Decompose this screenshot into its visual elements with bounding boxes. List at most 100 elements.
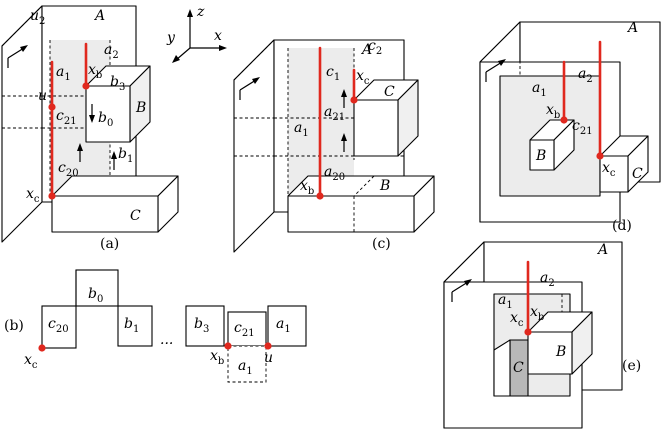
axis-x-label: x [214,28,222,44]
arrowhead [111,151,117,159]
dash-line [1,5,43,47]
label-xc: xc [24,352,38,371]
label-a1: a1 [56,64,71,83]
point-xc [48,192,56,200]
caption-d: (d) [612,218,632,234]
label-u: u [264,350,273,366]
label-c20: c20 [48,316,69,335]
label-a2: a2 [578,66,593,85]
side-arrow [485,61,503,73]
label-c1: c1 [326,64,340,83]
arrowhead [498,59,506,66]
label-b3: b3 [194,316,209,335]
label-xc: xc [602,160,616,179]
block-a-side [233,39,275,253]
arrowhead [252,77,260,84]
label-xc: xc [26,186,40,205]
label-b1: b1 [118,146,133,165]
caption-b: (b) [4,318,24,334]
label-a20: a20 [324,164,345,183]
label-a1: a1 [532,80,547,99]
panel-b: (b) b0 c20 b1 xc ... b3 c21 a1 xb u a1 [4,269,307,383]
label-b1: b1 [124,316,139,335]
label-xb: xb [88,62,102,81]
side-arrow [7,47,25,59]
cell-c20 [41,305,77,349]
arrowhead [464,279,472,286]
label-b: B [535,148,546,164]
point-u [48,103,56,111]
caption-c: (c) [372,236,391,252]
point-xb [316,192,324,200]
panel-a: u2 A a1 a2 xb b3 B u c21 b0 b1 c20 xc C … [1,5,179,252]
label-a1: a1 [276,316,291,335]
label-a1-lower: a1 [238,358,253,377]
point-xb [560,116,568,124]
ellipsis: ... [160,332,173,348]
panel-d: A a1 a2 xb c21 B xc C (d) [479,20,661,234]
cell-a1-dashed [227,345,267,383]
box-b-front [527,331,573,375]
box-c-front [51,195,159,233]
box-b-front [287,195,415,233]
label-b0: b0 [98,110,113,129]
label-a21: a21 [324,104,345,123]
cell-c21 [227,311,267,347]
label-a2: a2 [540,270,555,289]
arrowhead [219,45,227,51]
axis-z-label: z [196,4,205,20]
box-c-front [353,99,399,157]
box-b-front [529,139,555,171]
label-a: A [93,8,105,24]
label-c: C [513,360,524,376]
panel-e: A a1 a2 xc xb C B (e) [443,241,641,429]
cell-b1 [117,305,153,347]
arrowhead [187,9,193,17]
point-xc-xb [524,328,532,336]
side-arrow [239,79,257,91]
label-a1: a1 [498,292,513,311]
label-a: A [596,242,608,258]
caption-a: (a) [100,236,119,252]
arrowhead [172,55,180,63]
label-c2: c2 [368,38,382,57]
cell-b0 [75,269,119,307]
label-xc: xc [510,310,524,329]
box-c-top [51,175,179,197]
label-xb: xb [530,304,544,323]
label-a2: a2 [104,42,119,61]
label-u: u [38,88,47,104]
label-c20: c20 [58,160,79,179]
label-b3: b3 [110,74,125,93]
arrowhead [89,115,95,123]
point-u [264,342,272,350]
label-xc: xc [356,68,370,87]
side-arrow [451,281,469,293]
label-b: B [379,178,390,194]
label-b: B [555,344,566,360]
label-u2: u2 [30,8,45,27]
axis-y-label: y [166,30,176,46]
block-a-side [1,5,43,243]
arrowhead [341,89,347,97]
label-xb: xb [546,102,560,121]
label-a: A [626,20,638,36]
axes-indicator: z y x [166,4,227,63]
cell-a1 [267,305,307,347]
label-xb: xb [300,178,314,197]
box-b-front [85,85,131,143]
dash-line [233,39,275,81]
slot-c-left [493,339,511,397]
panel-c: A c2 c1 xc C a1 a21 a20 B xb (c) [233,38,435,253]
point-xc [350,96,358,104]
box-c-front [599,155,629,193]
label-c: C [130,208,141,224]
caption-e: (e) [622,358,641,374]
point-xc [596,152,604,160]
label-xb: xb [210,348,224,367]
arrowhead [341,133,347,141]
arrowhead [20,45,28,52]
dash-line [353,175,375,197]
